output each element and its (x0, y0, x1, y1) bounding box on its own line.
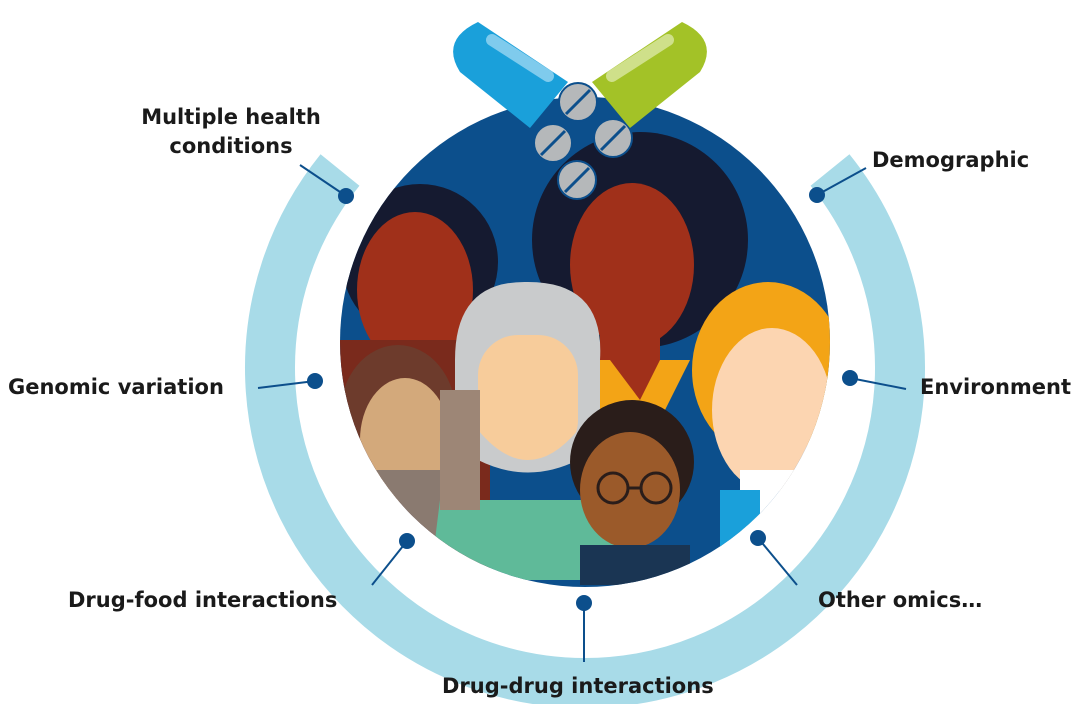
factor-ring (245, 154, 925, 704)
connector-other-omics (750, 530, 798, 586)
connector-demographic (809, 167, 867, 203)
connector-multiple-health (299, 164, 354, 204)
label-multiple-health-line2: conditions (169, 134, 293, 158)
connector-genomic-variation (257, 373, 323, 389)
label-multiple-health-line1: Multiple health (141, 105, 321, 129)
label-drug-drug-interactions: Drug-drug interactions (442, 674, 714, 698)
capsule-icon (453, 22, 707, 128)
connector-drug-food (371, 533, 415, 586)
label-multiple-health-conditions: Multiple health conditions (100, 103, 362, 161)
label-drug-food-interactions: Drug-food interactions (68, 588, 338, 612)
tablet-icon (533, 82, 633, 200)
label-environment: Environment (920, 375, 1072, 399)
label-other-omics: Other omics… (818, 588, 983, 612)
label-demographic: Demographic (872, 148, 1030, 172)
label-genomic-variation: Genomic variation (8, 375, 224, 399)
connector-environment (842, 370, 907, 390)
connector-drug-drug (576, 595, 592, 662)
